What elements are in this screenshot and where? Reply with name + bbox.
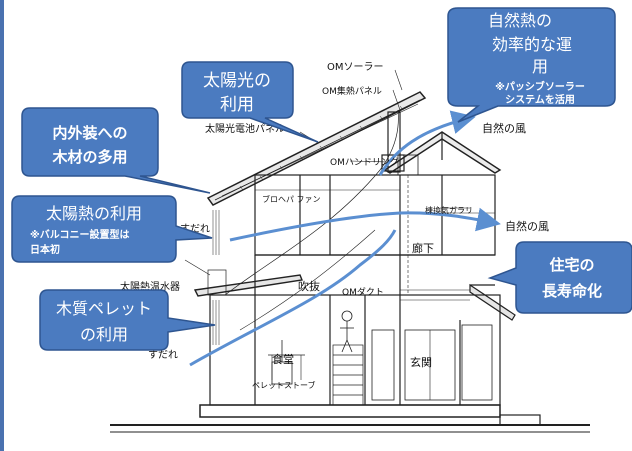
callout-natural-heat: 自然熱の 効率的な運 用 ※パッシブソーラー システムを活用 <box>447 7 616 123</box>
label-small: 棟換気ガラリ <box>425 205 473 215</box>
svg-text:効率的な運: 効率的な運 <box>492 35 572 54</box>
callout-wood-pellet: 木質ペレット の利用 <box>39 289 216 351</box>
label-om-duct: OMダクト <box>342 286 384 298</box>
callout-interior-exterior-wood: 内外装への 木材の多用 <box>21 107 211 194</box>
svg-text:※バルコニー設置型は: ※バルコニー設置型は <box>30 228 130 241</box>
label-om-solar: OMソーラー <box>327 61 384 73</box>
svg-text:長寿命化: 長寿命化 <box>542 282 602 300</box>
svg-text:用: 用 <box>532 57 548 76</box>
svg-text:住宅の: 住宅の <box>549 256 594 274</box>
callout-solar-light: 太陽光の 利用 <box>181 61 319 143</box>
label-solar-battery-panel: 太陽光電池パネル <box>205 122 285 135</box>
label-fukinuke: 吹抜 <box>298 279 320 293</box>
label-entrance: 玄関 <box>410 355 432 369</box>
person-figure <box>340 310 354 353</box>
label-om-heat-panel: OM集熱パネル <box>322 85 382 97</box>
label-sudare-2: すだれ <box>148 349 178 361</box>
svg-text:の利用: の利用 <box>80 325 128 344</box>
label-gable-fan: ブロヘパ ファン <box>262 194 321 204</box>
label-dining: 食堂 <box>272 352 294 366</box>
svg-text:日本初: 日本初 <box>30 243 60 256</box>
label-om-handling: OMハンドリング <box>330 156 399 168</box>
svg-text:内外装への: 内外装への <box>52 124 127 142</box>
flow-arrow-pellet <box>189 229 397 367</box>
label-natural-wind-1: 自然の風 <box>482 121 526 135</box>
svg-text:※パッシブソーラー: ※パッシブソーラー <box>495 80 585 93</box>
svg-text:システムを活用: システムを活用 <box>505 93 575 106</box>
callout-longevity: 住宅の 長寿命化 <box>487 241 632 314</box>
flow-arrows <box>189 110 501 367</box>
flow-arrow-solar-heat <box>229 207 501 242</box>
callout-solar-heat: 太陽熱の利用 ※バルコニー設置型は 日本初 <box>11 195 213 263</box>
svg-text:太陽光の: 太陽光の <box>203 71 271 91</box>
svg-text:太陽熱の利用: 太陽熱の利用 <box>46 204 142 223</box>
svg-text:利用: 利用 <box>220 95 254 115</box>
flow-arrow-natural-heat <box>378 110 476 176</box>
svg-text:木材の多用: 木材の多用 <box>51 148 127 166</box>
label-natural-wind-2: 自然の風 <box>505 219 549 233</box>
left-border-bar <box>0 0 4 451</box>
label-pellet-stove: ペレットストーブ <box>252 380 316 390</box>
svg-text:自然熱の: 自然熱の <box>488 11 552 30</box>
svg-text:木質ペレット: 木質ペレット <box>56 299 152 318</box>
label-corridor: 廊下 <box>412 241 434 255</box>
